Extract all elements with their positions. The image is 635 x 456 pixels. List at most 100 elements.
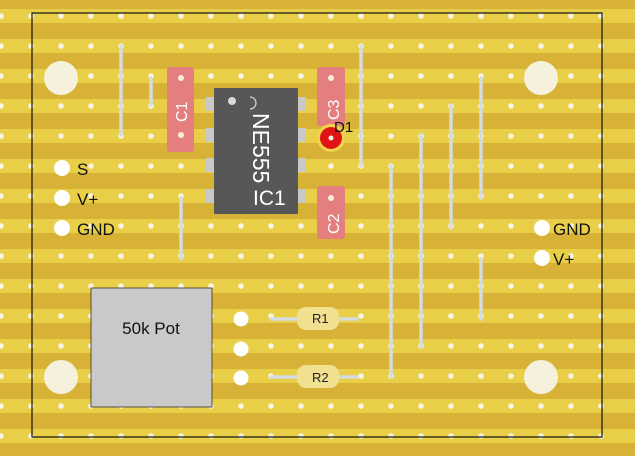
strip-hole: [0, 43, 4, 49]
strip-hole: [0, 283, 4, 289]
strip-hole: [418, 373, 424, 379]
strip-hole: [448, 43, 454, 49]
strip-hole: [178, 163, 184, 169]
strip-hole: [568, 373, 574, 379]
strip-hole: [358, 223, 364, 229]
strip-hole: [148, 253, 154, 259]
strip-hole: [0, 343, 4, 349]
strip-hole: [58, 343, 64, 349]
left-connector-label: GND: [77, 220, 115, 239]
strip-hole: [28, 283, 34, 289]
strip-hole: [28, 433, 34, 439]
strip-hole: [568, 103, 574, 109]
strip-hole: [88, 433, 94, 439]
strip-hole: [598, 43, 604, 49]
strip-hole: [478, 433, 484, 439]
strip-hole: [478, 43, 484, 49]
strip-hole: [598, 13, 604, 19]
strip-hole: [358, 193, 364, 199]
strip-hole: [118, 253, 124, 259]
strip-hole: [448, 433, 454, 439]
strip-hole: [118, 433, 124, 439]
strip-hole: [268, 73, 274, 79]
strip-hole: [568, 43, 574, 49]
strip-hole: [538, 403, 544, 409]
strip-hole: [538, 103, 544, 109]
strip-hole: [478, 403, 484, 409]
strip-hole: [508, 13, 514, 19]
strip-hole: [28, 13, 34, 19]
strip-hole: [28, 43, 34, 49]
strip-hole: [208, 253, 214, 259]
capacitor-body: [167, 67, 194, 152]
strip-hole: [208, 43, 214, 49]
strip-hole: [508, 313, 514, 319]
jumper-wires: [119, 44, 483, 379]
strip-hole: [568, 403, 574, 409]
copper-strip: [0, 159, 635, 173]
strip-hole: [298, 283, 304, 289]
mounting-hole-top-right: [524, 61, 558, 95]
strip-hole: [388, 13, 394, 19]
strip-hole: [118, 223, 124, 229]
right-connector: GND V+: [534, 220, 591, 269]
strip-hole: [508, 253, 514, 259]
resistor-body: [297, 307, 339, 330]
strip-hole: [508, 43, 514, 49]
strip-hole: [388, 43, 394, 49]
strip-hole: [298, 223, 304, 229]
connector-pad: [54, 190, 70, 206]
strip-hole: [598, 163, 604, 169]
strip-hole: [268, 433, 274, 439]
strip-hole: [508, 103, 514, 109]
strip-hole: [208, 283, 214, 289]
strip-hole: [268, 253, 274, 259]
strip-hole: [28, 193, 34, 199]
strip-hole: [208, 13, 214, 19]
strip-hole: [448, 283, 454, 289]
strip-hole: [328, 43, 334, 49]
c2-label: C2: [326, 213, 343, 234]
strip-hole: [568, 13, 574, 19]
strip-hole: [58, 133, 64, 139]
strip-hole: [88, 133, 94, 139]
strip-hole: [298, 43, 304, 49]
strip-hole: [298, 73, 304, 79]
strip-hole: [88, 163, 94, 169]
pot-pin: [233, 370, 249, 386]
strip-hole: [148, 223, 154, 229]
strip-hole: [88, 223, 94, 229]
strip-hole: [88, 73, 94, 79]
strip-hole: [598, 223, 604, 229]
resistor-body: [297, 365, 339, 388]
strip-hole: [388, 133, 394, 139]
c1-label: C1: [174, 101, 191, 122]
strip-hole: [268, 403, 274, 409]
strip-hole: [538, 343, 544, 349]
strip-hole: [238, 223, 244, 229]
strip-hole: [88, 43, 94, 49]
capacitor-c2: C2: [317, 186, 345, 239]
strip-hole: [418, 13, 424, 19]
board-outline: [31, 12, 603, 438]
strip-hole: [538, 13, 544, 19]
ic-pin1-marker: [228, 97, 236, 105]
strip-hole: [538, 283, 544, 289]
strip-hole: [0, 253, 4, 259]
strip-hole: [328, 403, 334, 409]
strip-hole: [298, 253, 304, 259]
strip-hole: [88, 13, 94, 19]
mounting-hole-top-left: [44, 61, 78, 95]
strip-hole: [328, 433, 334, 439]
strip-hole: [568, 163, 574, 169]
strip-hole: [0, 403, 4, 409]
strip-hole: [0, 103, 4, 109]
strip-hole: [568, 283, 574, 289]
strip-hole: [148, 433, 154, 439]
strip-hole: [118, 193, 124, 199]
strip-hole: [358, 343, 364, 349]
strip-hole: [58, 13, 64, 19]
ic-body: [214, 88, 298, 214]
strip-hole: [238, 433, 244, 439]
